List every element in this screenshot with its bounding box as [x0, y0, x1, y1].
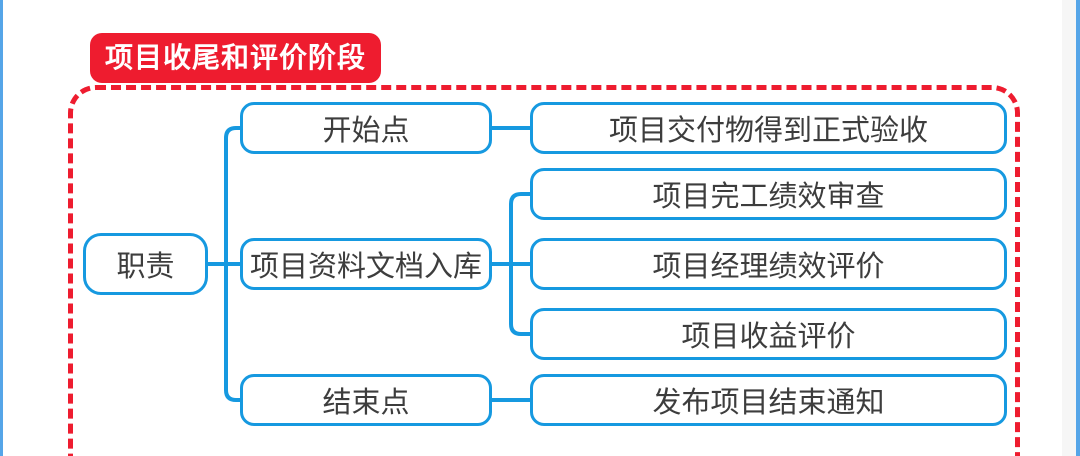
node-deliverables-accepted: 项目交付物得到正式验收	[530, 102, 1007, 154]
node-docs-archiving: 项目资料文档入库	[240, 238, 492, 290]
left-page-edge-line	[0, 0, 3, 456]
node-project-closure-notice: 发布项目结束通知	[530, 374, 1007, 426]
node-completion-performance-review: 项目完工绩效审查	[530, 168, 1007, 220]
node-project-benefit-evaluation: 项目收益评价	[530, 308, 1007, 360]
right-page-gutter	[1062, 0, 1076, 456]
node-pm-performance-evaluation: 项目经理绩效评价	[530, 238, 1007, 290]
node-end-point: 结束点	[240, 374, 492, 426]
node-start-point: 开始点	[240, 102, 492, 154]
stage-title: 项目收尾和评价阶段	[90, 33, 382, 83]
right-page-edge-line	[1076, 0, 1080, 456]
stage-dashed-border	[68, 85, 1020, 456]
node-responsibilities: 职责	[83, 233, 208, 295]
